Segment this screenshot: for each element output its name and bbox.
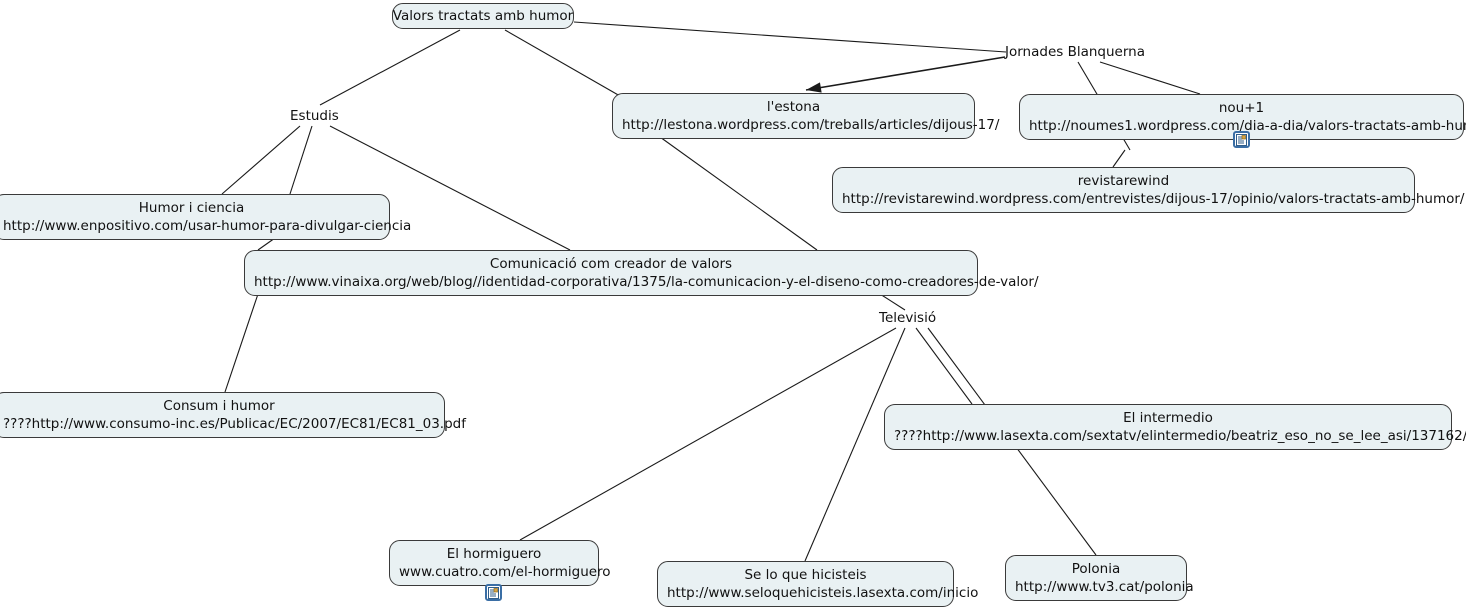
node-title: l'estona	[766, 99, 821, 115]
node-humor-ciencia[interactable]: Humor i ciencia http://www.enpositivo.com…	[0, 194, 412, 241]
edge-root-to-estudis	[319, 29, 461, 106]
node-root[interactable]: Valors tractats amb humor	[392, 3, 574, 29]
node-title: nou+1	[1218, 100, 1265, 116]
node-title: Consum i humor	[163, 398, 275, 414]
node-title: Humor i ciencia	[138, 200, 245, 216]
node-polonia[interactable]: Polonia http://www.tv3.cat/polonia	[1005, 555, 1194, 602]
node-title: Televisió	[879, 310, 937, 326]
node-url: http://www.seloquehicisteis.lasexta.com/…	[667, 585, 979, 602]
edge-jornades-to-nou1	[1099, 61, 1201, 95]
edge-root-to-lestona	[504, 29, 621, 97]
node-title: Valors tractats amb humor	[392, 7, 574, 24]
node-url: www.cuatro.com/el-hormiguero	[399, 564, 611, 581]
node-title: Estudis	[290, 108, 339, 124]
node-title: Se lo que hicisteis	[744, 567, 867, 583]
document-icon[interactable]	[485, 584, 502, 601]
node-url: http://www.vinaixa.org/web/blog//identid…	[254, 274, 1039, 291]
edge-comunicacio-to-televisio	[879, 293, 906, 311]
node-title: Polonia	[1071, 561, 1121, 577]
edge-televisio-to-el-intermedio	[915, 327, 973, 405]
edge-lestona-to-comunicacio	[659, 136, 818, 251]
node-se-lo-que-hicisteis[interactable]: Se lo que hicisteis http://www.seloquehic…	[657, 561, 979, 607]
edge-estudis-to-humor-ciencia	[221, 125, 301, 195]
node-lestona[interactable]: l'estona http://lestona.wordpress.com/tre…	[612, 93, 1000, 140]
document-icon[interactable]	[1233, 131, 1250, 148]
node-comunicacio[interactable]: Comunicació com creador de valors http://…	[244, 250, 1039, 297]
node-url: http://www.tv3.cat/polonia	[1015, 579, 1194, 596]
node-title: El intermedio	[1123, 410, 1213, 426]
node-url: http://www.enpositivo.com/usar-humor-par…	[3, 218, 412, 235]
node-televisio[interactable]: Televisió	[879, 310, 936, 326]
edge-jornades-to-lestona	[805, 56, 1006, 91]
edge-estudis-to-humor-ciencia	[289, 125, 313, 195]
node-consum-humor[interactable]: Consum i humor ????http://www.consumo-inc…	[0, 392, 466, 439]
edge-root-to-jornades	[573, 21, 1007, 53]
node-title: revistarewind	[1077, 173, 1170, 189]
node-url: http://noumes1.wordpress.com/dia-a-dia/v…	[1029, 118, 1466, 135]
node-el-hormiguero[interactable]: El hormiguero www.cuatro.com/el-hormiguer…	[389, 540, 611, 587]
node-url: ????http://www.lasexta.com/sextatv/elint…	[894, 428, 1466, 445]
node-url: http://lestona.wordpress.com/treballs/ar…	[622, 117, 1000, 134]
node-title: El hormiguero	[446, 546, 542, 562]
node-estudis[interactable]: Estudis	[290, 108, 339, 124]
node-url: http://revistarewind.wordpress.com/entre…	[842, 191, 1465, 208]
node-revistarewind[interactable]: revistarewind http://revistarewind.wordpr…	[832, 167, 1465, 214]
edge-jornades-to-revistarewind	[1112, 149, 1126, 168]
node-el-intermedio[interactable]: El intermedio ????http://www.lasexta.com/…	[884, 404, 1466, 451]
node-title: Jornades Blanquerna	[1005, 44, 1145, 60]
arrowhead-jornades-to-lestona	[806, 82, 822, 93]
node-jornades[interactable]: Jornades Blanquerna	[1005, 44, 1145, 60]
node-url: ????http://www.consumo-inc.es/Publicac/E…	[3, 416, 466, 433]
edge-televisio-to-el-hormiguero	[519, 327, 897, 541]
node-title: Comunicació com creador de valors	[489, 256, 733, 272]
edge-comunicacio-to-consum-humor	[224, 293, 259, 393]
